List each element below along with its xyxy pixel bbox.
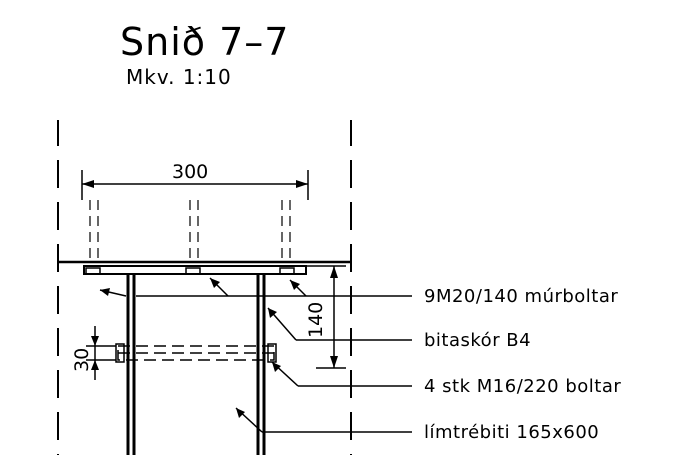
hanger-base-plate xyxy=(83,265,307,275)
dimension-140: 140 xyxy=(305,265,346,369)
callout-anchor-bolts: 9M20/140 múrboltar xyxy=(424,286,618,307)
dimension-300-label: 300 xyxy=(172,161,208,183)
leader-lines xyxy=(99,277,412,433)
glulam-beam xyxy=(126,274,266,455)
dimension-30-label: 30 xyxy=(71,348,93,372)
callout-glulam-beam: límtrébiti 165x600 xyxy=(424,422,599,443)
wall-edge-lines xyxy=(57,120,352,455)
callout-through-bolts: 4 stk M16/220 boltar xyxy=(424,376,621,397)
dimension-300: 300 xyxy=(81,161,309,200)
dimension-30: 30 xyxy=(71,326,116,380)
through-bolts xyxy=(115,343,277,363)
callout-joist-hanger: bitaskór B4 xyxy=(424,330,531,351)
dimension-140-label: 140 xyxy=(305,302,327,338)
bolt-heads xyxy=(85,267,295,275)
anchor-bolts-hidden xyxy=(89,200,291,262)
leader-arrowheads xyxy=(100,278,300,418)
scale-label: Mkv. 1:10 xyxy=(126,65,232,89)
section-title: Snið 7–7 xyxy=(120,20,289,64)
